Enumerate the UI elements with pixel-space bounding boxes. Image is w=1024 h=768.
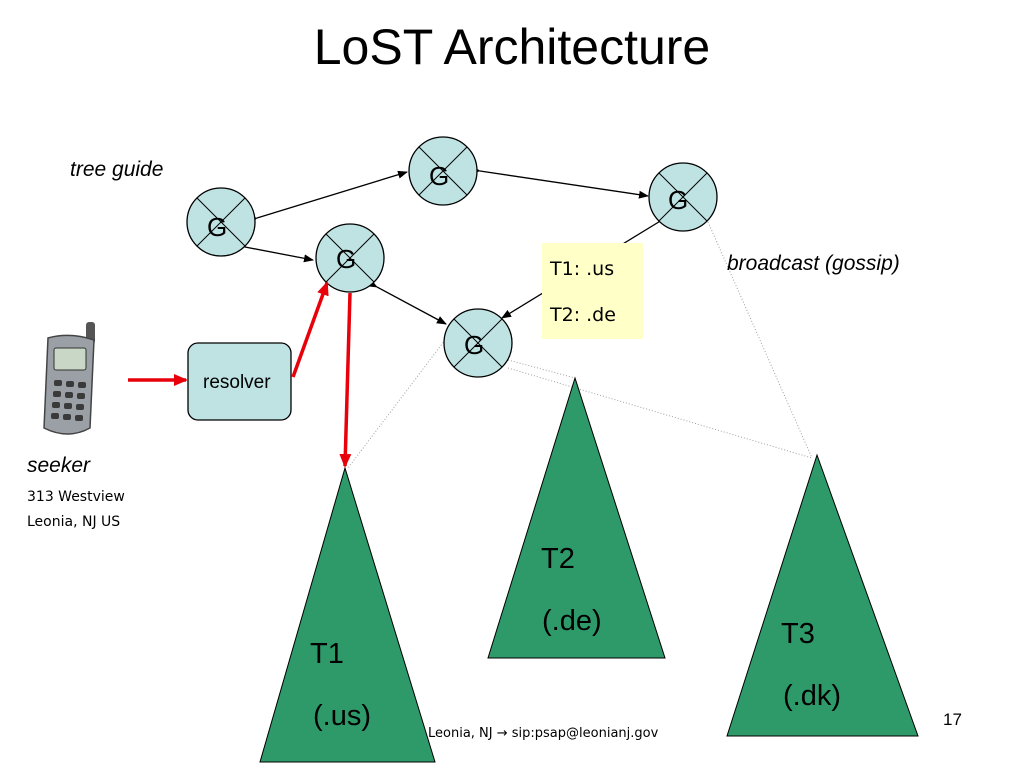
slide-title: LoST Architecture [313, 19, 711, 75]
mapping-row-2: T2: .de [549, 304, 616, 326]
guide-node-center: G [315, 223, 385, 293]
guide-node-left-label: G [207, 212, 227, 242]
guide-links [235, 165, 663, 325]
tree-guide-label: tree guide [70, 158, 163, 181]
tree-t1-name: T1 [310, 638, 344, 670]
address-line-2: Leonia, NJ US [27, 514, 120, 530]
mapping-row-1: T1: .us [549, 258, 614, 280]
seeker-label: seeker [27, 454, 91, 477]
address-line-1: 313 Westview [27, 489, 125, 505]
phone-icon [43, 322, 95, 435]
link-top-right [470, 165, 649, 199]
guide-node-right-label: G [668, 185, 688, 215]
gossip-lines [347, 221, 813, 469]
query-arrow-guide-t1 [339, 292, 352, 468]
gossip-line-t2 [507, 359, 576, 379]
tree-t3-name: T3 [781, 618, 815, 650]
guide-node-lower: G [443, 308, 513, 378]
tree-t3-domain: (.dk) [783, 680, 841, 712]
guide-node-lower-label: G [464, 330, 484, 360]
gossip-line-t3a [507, 367, 813, 459]
broadcast-label: broadcast (gossip) [727, 252, 900, 275]
tree-t2 [487, 376, 666, 659]
gossip-line-t1 [347, 339, 446, 469]
gossip-line-t3b [707, 221, 813, 459]
resolver-box [187, 342, 292, 421]
tree-t2-name: T2 [541, 543, 575, 575]
guide-node-right: G [648, 162, 718, 232]
guide-node-left: G [186, 187, 256, 257]
footer-text: Leonia, NJ → sip:psap@leonianj.gov [428, 726, 659, 741]
guide-node-center-label: G [336, 244, 356, 274]
link-center-lower [367, 279, 447, 325]
mapping-table [542, 243, 643, 339]
page-number: 17 [943, 710, 962, 729]
tree-t1 [259, 466, 436, 763]
link-left-center [235, 241, 314, 263]
query-arrow-resolver-guide [291, 281, 329, 378]
resolver-label: resolver [203, 372, 271, 393]
query-path [128, 281, 352, 468]
guide-node-top: G [408, 136, 478, 206]
guide-node-top-label: G [429, 161, 449, 191]
tree-t2-domain: (.de) [542, 605, 602, 637]
link-left-top [247, 170, 408, 225]
tree-t1-domain: (.us) [313, 700, 371, 732]
tree-t3 [726, 453, 919, 737]
